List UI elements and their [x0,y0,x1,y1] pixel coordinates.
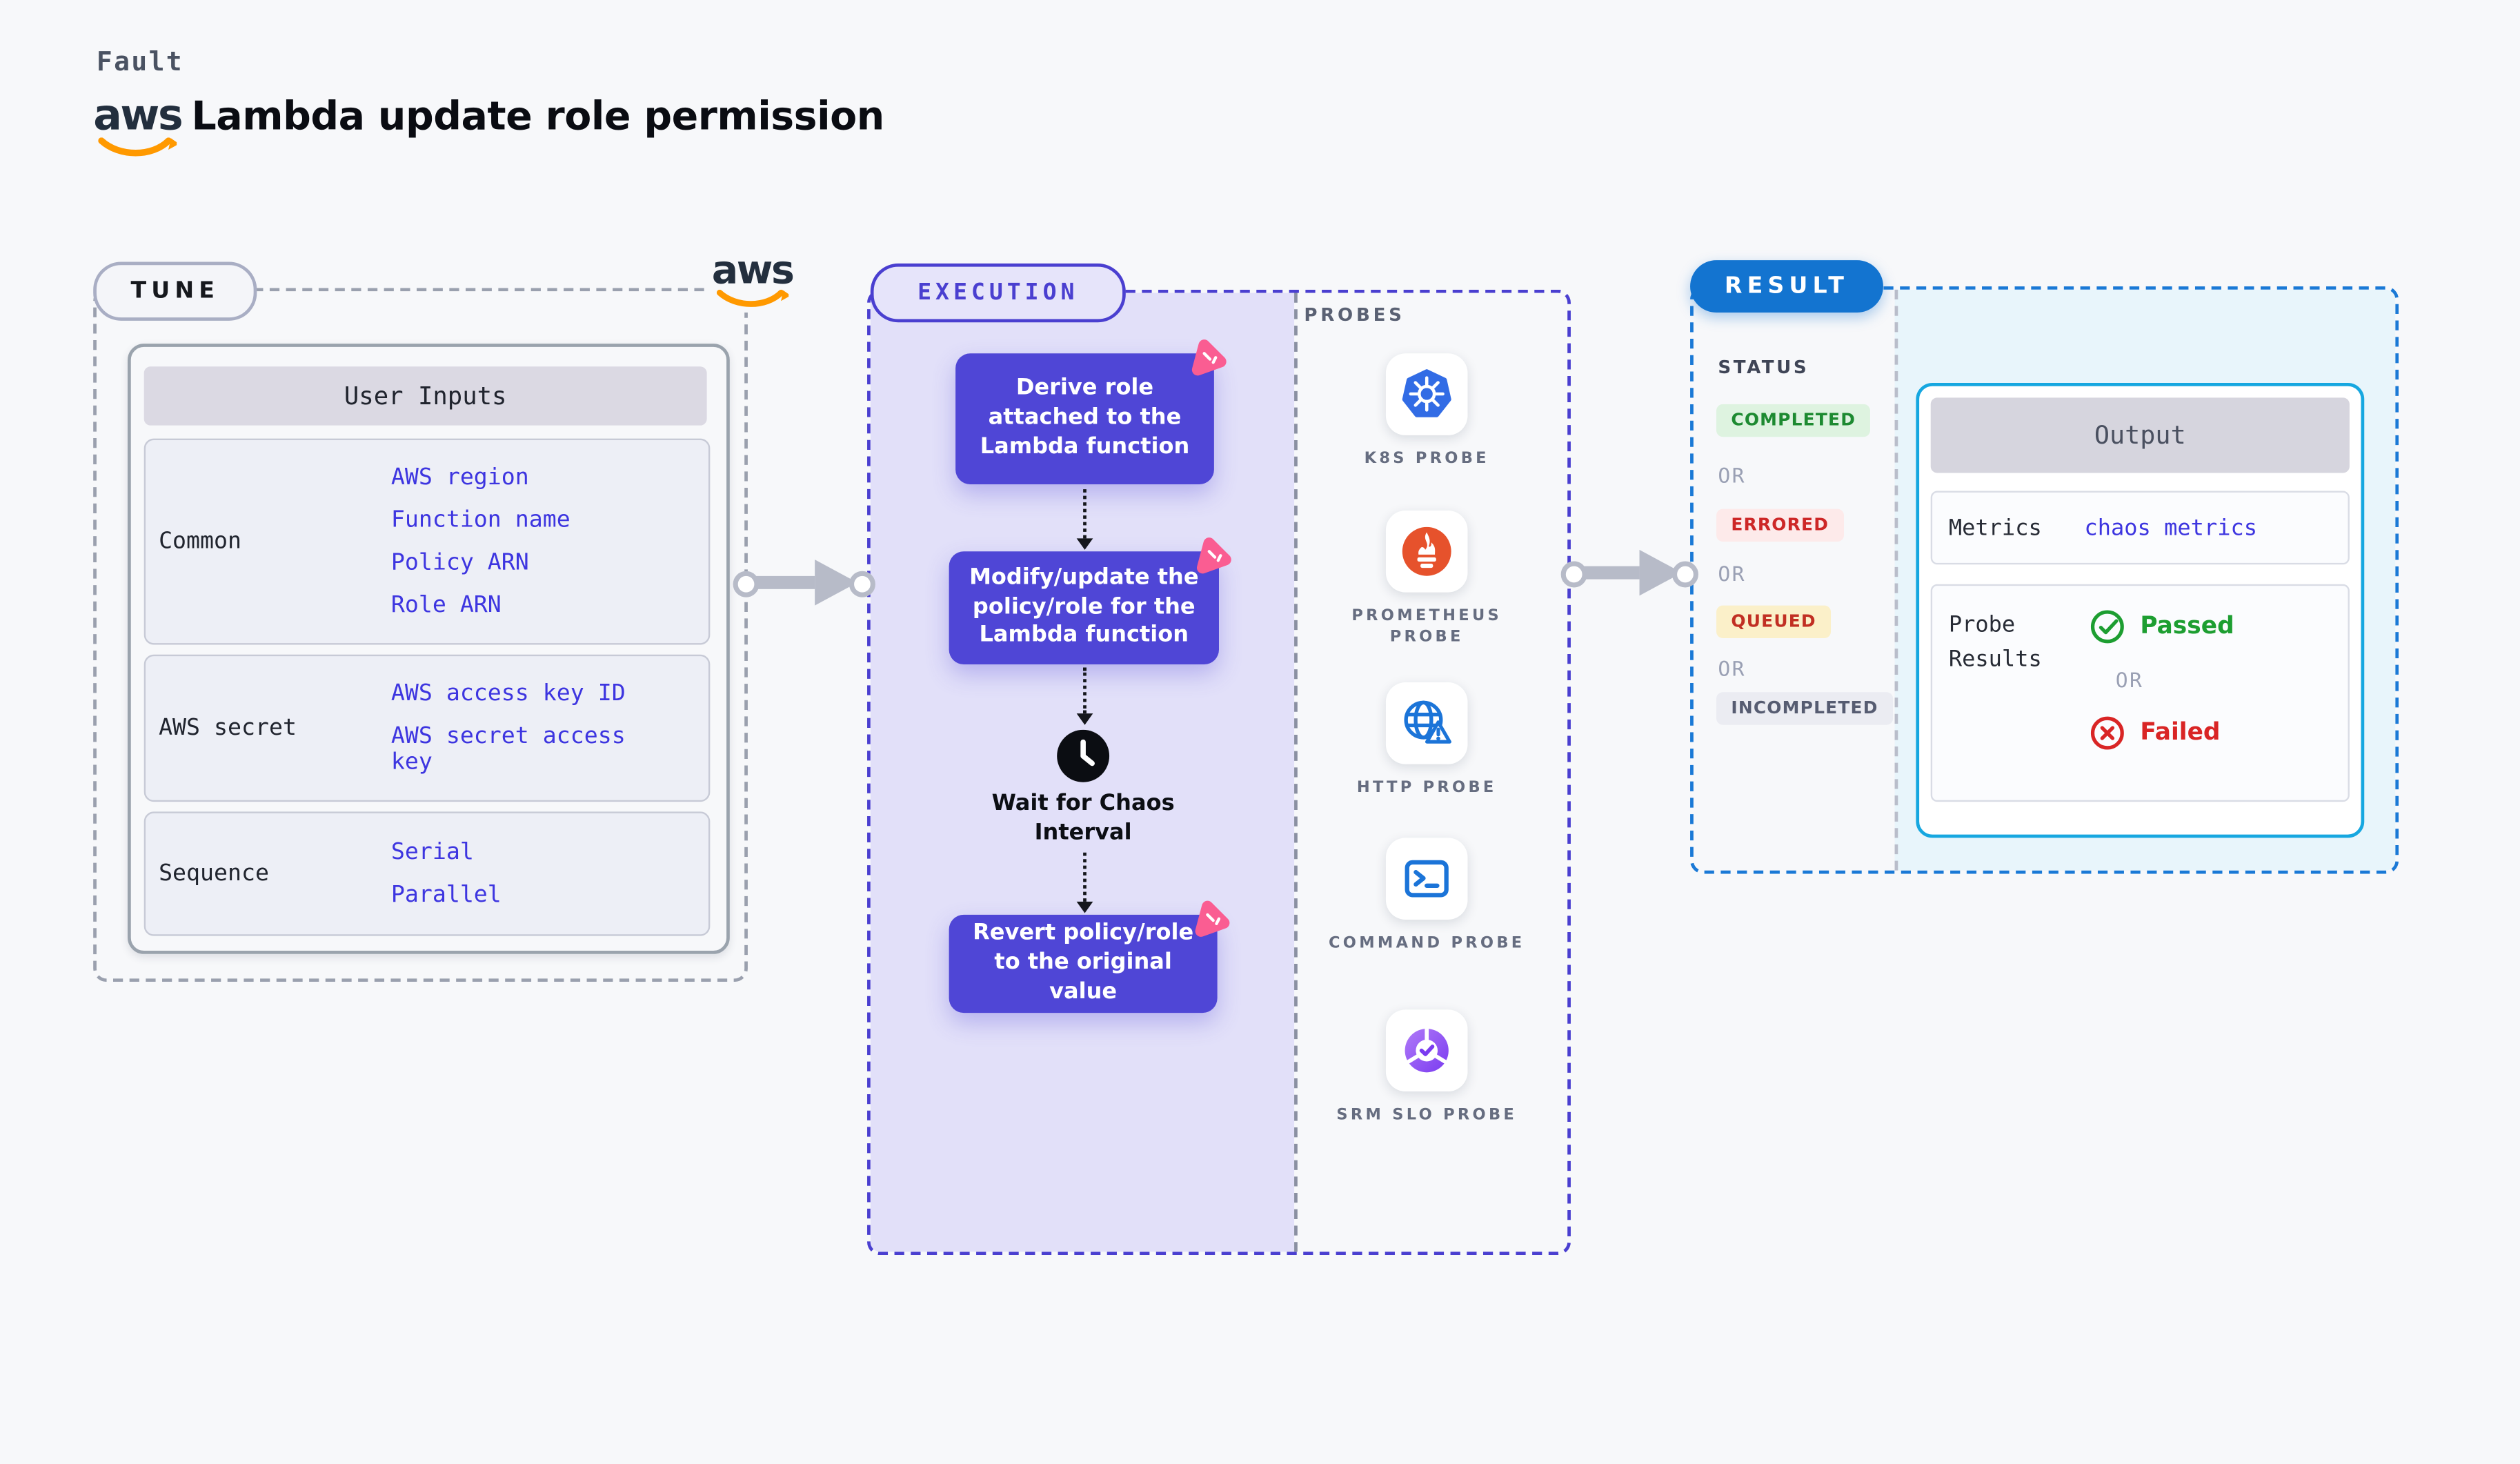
input-link-function-name[interactable]: Function name [390,507,571,533]
table-row-sequence: Sequence Serial Parallel [143,811,711,936]
arrow-start-ring [1560,561,1587,588]
flow-connector [1083,489,1087,539]
or-separator: OR [1718,561,1746,586]
chaos-icon [1196,537,1231,574]
output-row-metrics: Metrics chaos metrics [1930,491,2350,565]
tune-badge: TUNE [93,261,257,321]
table-row-common: Common AWS region Function name Policy A… [143,438,711,645]
input-link-policy-arn[interactable]: Policy ARN [390,549,529,576]
flow-connector-arrowhead [1076,538,1093,550]
chaos-metrics-link[interactable]: chaos metrics [2084,514,2258,541]
aws-logo-text: aws [711,247,795,293]
status-badge-incompleted: INCOMPLETED [1716,692,1893,725]
probe-label-srm-slo: SRM SLO PROBE [1336,1106,1518,1125]
probe-card-http [1385,682,1468,764]
status-badge-queued: QUEUED [1716,605,1832,639]
aws-smile-icon [716,289,788,307]
step-modify-policy: Modify/update the policy/role for the La… [949,537,1231,664]
table-row-aws-secret: AWS secret AWS access key ID AWS secret … [143,654,711,802]
status-badge-errored: ERRORED [1716,508,1844,542]
row-label: Common [159,528,242,555]
passed-label: Passed [2140,613,2234,640]
row-label: AWS secret [159,715,297,742]
step-revert-policy: Revert policy/role to the original value [949,900,1230,1013]
chaos-icon [1191,339,1227,376]
probe-card-srm-slo [1385,1009,1468,1091]
metrics-label: Metrics [1948,514,2042,541]
terminal-icon [1405,860,1449,898]
aws-logo-text: aws [93,91,183,141]
output-card: Output Metrics chaos metrics Probe Resul… [1916,383,2365,838]
input-link-secret-access-key[interactable]: AWS secret access key [390,723,626,776]
flow-connector-arrowhead [1076,713,1093,725]
flow-connector [1083,667,1087,714]
kubernetes-icon [1402,369,1451,417]
output-header: Output [1930,397,2350,473]
arrow-end-ring [1671,561,1698,588]
probes-heading: PROBES [1304,304,1405,326]
passed-check-icon [2090,610,2124,644]
input-link-aws-region[interactable]: AWS region [390,464,529,491]
step-wait-label: Wait for Chaos Interval [991,790,1175,846]
status-badge-completed: COMPLETED [1716,404,1871,437]
user-inputs-header: User Inputs [143,366,707,426]
arrow-end-ring [849,571,875,597]
step-label: Derive role attached to the Lambda funct… [980,375,1190,460]
aws-logo-small: aws [705,247,800,313]
probe-results-label: Probe Results [1948,612,2042,673]
step-label: Modify/update the policy/role for the La… [969,564,1199,649]
step-derive-role: Derive role attached to the Lambda funct… [955,339,1227,485]
or-separator: OR [1718,463,1746,488]
input-link-serial[interactable]: Serial [390,839,474,866]
probe-label-http: HTTP PROBE [1356,778,1497,798]
prometheus-icon [1402,526,1451,576]
arrow-line [753,575,815,589]
probe-card-prometheus [1385,511,1468,593]
execution-badge: EXECUTION [870,263,1126,323]
or-separator: OR [2115,667,2144,693]
http-globe-warning-icon [1404,700,1451,744]
tune-panel [93,288,748,982]
probe-label-prometheus: PROMETHEUS PROBE [1351,606,1502,646]
failed-cross-icon [2090,716,2124,750]
probe-card-command [1385,838,1468,920]
failed-label: Failed [2140,720,2221,746]
status-heading: STATUS [1718,357,1809,378]
probe-label-command: COMMAND PROBE [1328,934,1525,953]
probe-card-k8s [1385,353,1468,435]
aws-logo: aws [93,91,183,159]
or-separator: OR [1718,656,1746,681]
result-badge: RESULT [1690,260,1883,313]
execution-probes-divider [1294,293,1298,1252]
chaos-icon [1195,900,1230,937]
flow-connector [1083,852,1087,902]
flow-connector-arrowhead [1076,901,1093,913]
aws-smile-icon [98,137,177,157]
clock-icon [1057,729,1110,782]
srm-slo-gauge-icon [1405,1027,1449,1073]
input-link-role-arn[interactable]: Role ARN [390,592,502,619]
fault-label: Fault [96,46,184,77]
arrow-start-ring [733,571,760,597]
row-label: Sequence [159,860,270,887]
probe-label-k8s: K8S PROBE [1364,450,1489,468]
user-inputs-card [128,344,730,954]
output-row-probe-results: Probe Results Passed OR Faile [1930,584,2350,802]
result-status-divider [1894,289,1898,871]
step-label: Revert policy/role to the original value [973,920,1194,1005]
input-link-parallel[interactable]: Parallel [390,882,502,909]
page-title: Lambda update role permission [191,93,885,139]
input-link-access-key-id[interactable]: AWS access key ID [390,680,626,707]
arrow-line [1580,566,1640,580]
